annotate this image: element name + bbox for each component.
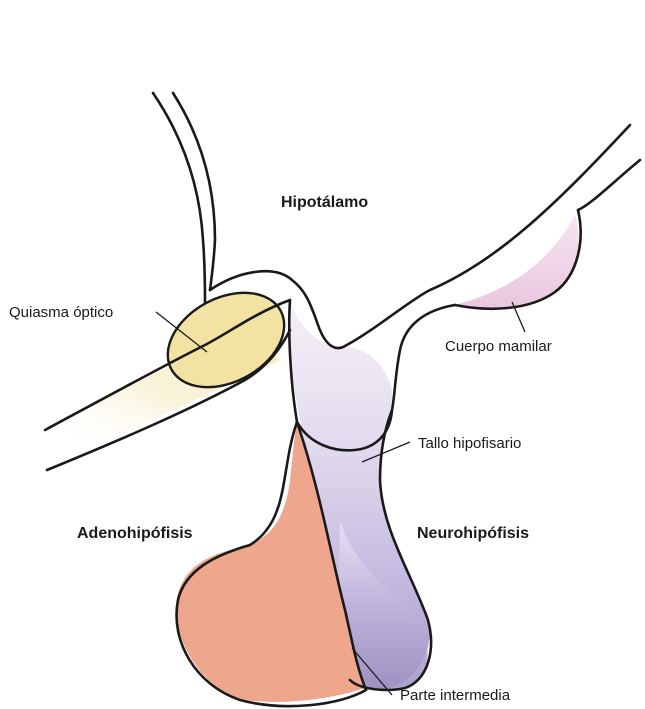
lamina-line-inner [173, 93, 215, 290]
mammillary-body-fill [455, 215, 579, 309]
label-pars-intermedia: Parte intermedia [400, 687, 511, 704]
lamina-line-outer [153, 93, 205, 303]
label-hypothalamus: Hipotálamo [281, 194, 368, 211]
label-pituitary-stalk: Tallo hipofisario [418, 435, 521, 452]
label-mammillary-body: Cuerpo mamilar [445, 338, 552, 355]
label-adenohypophysis: Adenohipófisis [77, 525, 193, 542]
ventricle-wall-line [578, 160, 640, 210]
label-neurohypophysis: Neurohipófisis [417, 525, 529, 542]
label-optic-chiasm: Quiasma óptico [9, 304, 113, 321]
